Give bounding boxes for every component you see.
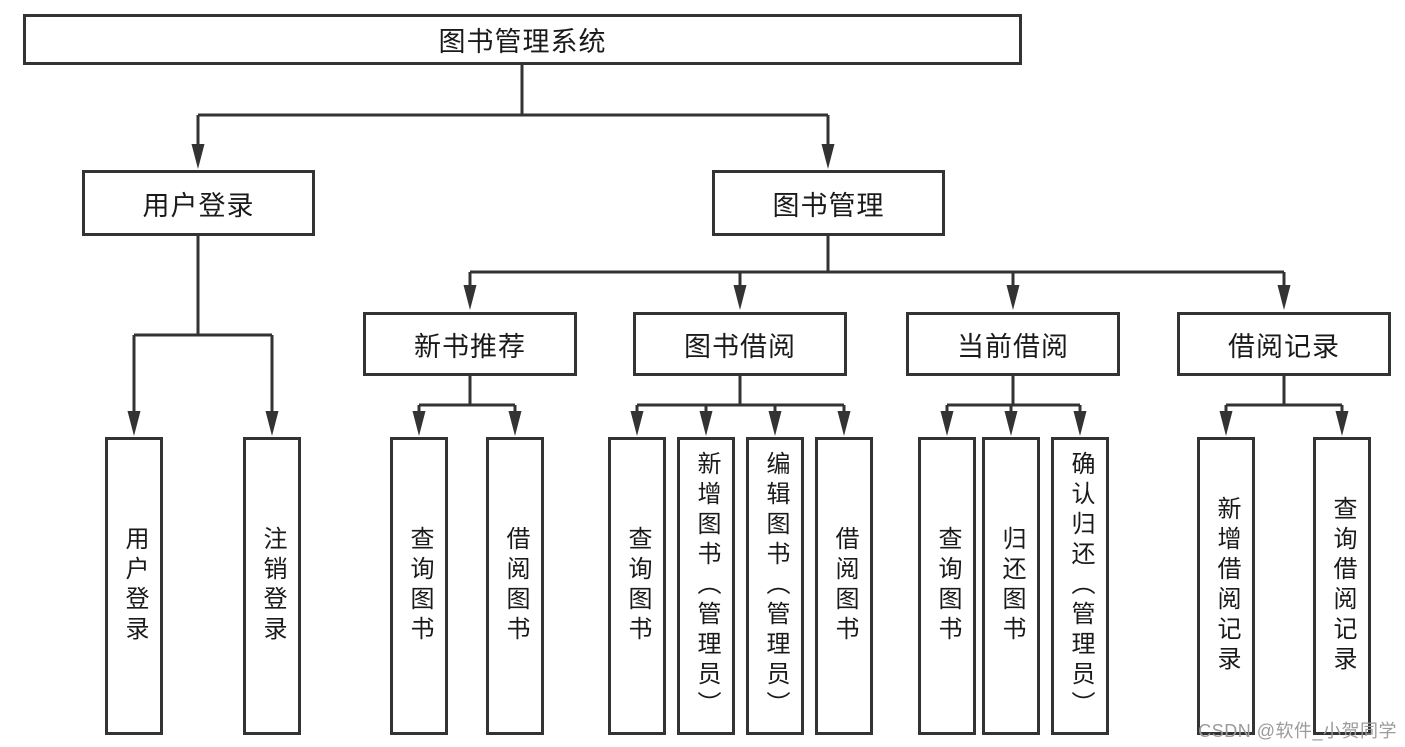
leaf-logout: 注销登录 <box>243 437 301 735</box>
arrowhead <box>127 411 141 436</box>
arrowhead <box>1277 285 1291 310</box>
arrowhead <box>1219 411 1233 436</box>
csdn-watermark: CSDN @软件_小贺同学 <box>1198 721 1397 741</box>
node-new-book-recommendation: 新书推荐 <box>363 312 577 376</box>
arrowhead <box>1004 411 1018 436</box>
connector-root-to-level2 <box>196 65 830 146</box>
arrowhead <box>837 411 851 436</box>
arrowhead <box>630 411 644 436</box>
arrowhead <box>1073 411 1087 436</box>
leaf-confirm-return-admin: 确认归还（管理员） <box>1051 437 1109 735</box>
arrowhead <box>265 411 279 436</box>
arrowhead <box>821 144 835 169</box>
connector-userlogin-to-leaves <box>132 236 274 412</box>
connector-newbook-to-leaves <box>417 376 517 412</box>
node-borrowing-records: 借阅记录 <box>1177 312 1391 376</box>
leaf-add-borrow-record: 新增借阅记录 <box>1197 437 1255 735</box>
arrowhead <box>733 285 747 310</box>
arrowhead <box>940 411 954 436</box>
arrowhead <box>508 411 522 436</box>
leaf-query-borrow-record: 查询借阅记录 <box>1313 437 1371 735</box>
arrowhead <box>412 411 426 436</box>
leaf-query-books-current: 查询图书 <box>918 437 976 735</box>
leaf-query-books-borrow: 查询图书 <box>608 437 666 735</box>
node-book-management: 图书管理 <box>712 170 945 236</box>
node-book-borrowing: 图书借阅 <box>633 312 847 376</box>
connector-records-to-leaves <box>1224 376 1344 412</box>
leaf-user-login: 用户登录 <box>105 437 163 735</box>
leaf-add-book-admin: 新增图书（管理员） <box>677 437 735 735</box>
arrowhead <box>699 411 713 436</box>
leaf-query-books-recommend: 查询图书 <box>390 437 448 735</box>
arrowhead <box>768 411 782 436</box>
connector-bookmgmt-to-level3 <box>468 236 1286 286</box>
leaf-borrow-books-recommend: 借阅图书 <box>486 437 544 735</box>
arrowhead <box>191 144 205 169</box>
node-user-login: 用户登录 <box>82 170 315 236</box>
arrowhead <box>1335 411 1349 436</box>
node-current-borrowing: 当前借阅 <box>906 312 1120 376</box>
leaf-return-book: 归还图书 <box>982 437 1040 735</box>
leaf-edit-book-admin: 编辑图书（管理员） <box>746 437 804 735</box>
leaf-borrow-books: 借阅图书 <box>815 437 873 735</box>
arrowhead <box>463 285 477 310</box>
node-library-management-system: 图书管理系统 <box>23 14 1022 65</box>
connector-currentborrow-to-leaves <box>945 376 1082 412</box>
arrowhead <box>1006 285 1020 310</box>
connector-bookborrow-to-leaves <box>635 376 846 412</box>
